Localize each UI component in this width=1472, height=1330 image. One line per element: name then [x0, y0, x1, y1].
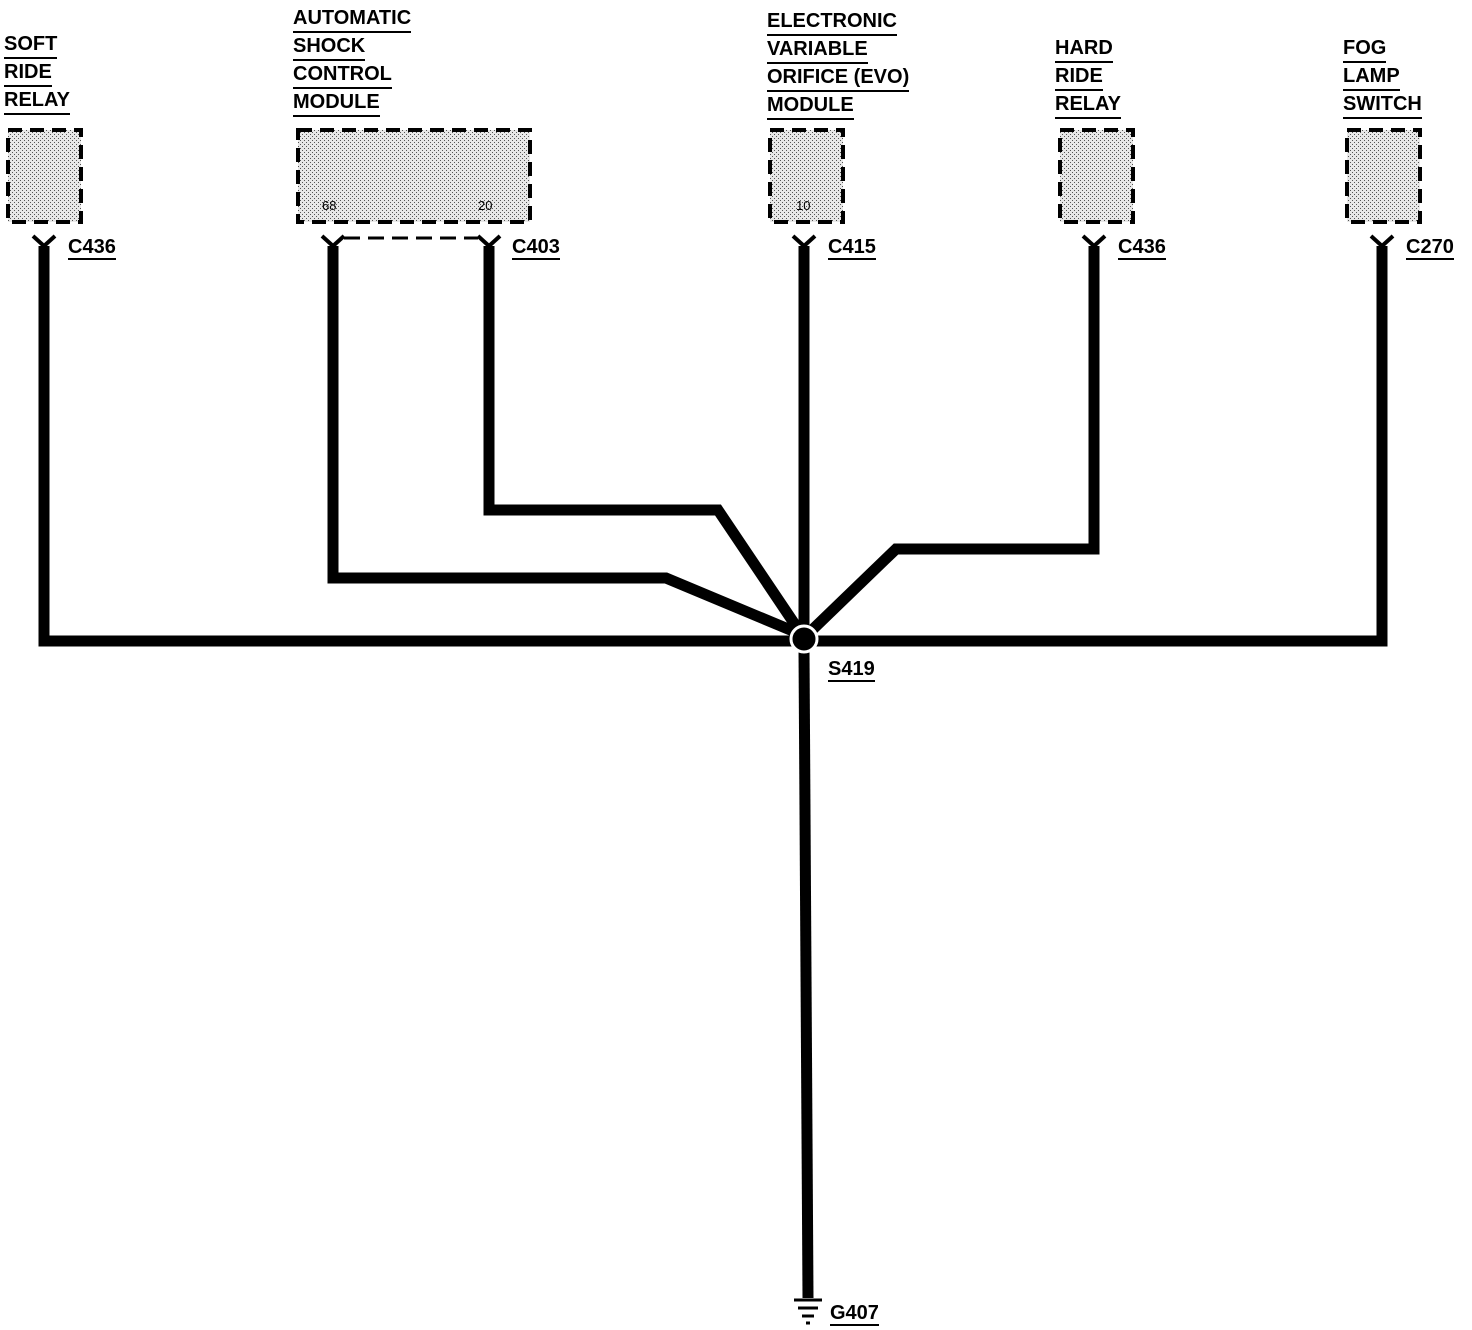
fog-lamp-switch-box: [1345, 128, 1422, 224]
wire-asc-pin-68: [327, 246, 803, 640]
label-soft-ride-relay: SOFT RIDE RELAY: [4, 32, 70, 116]
pin-asc-20: 20: [478, 198, 493, 213]
connector-fork-c403-right: [476, 234, 502, 249]
label-fog-lamp-switch: FOG LAMP SWITCH: [1343, 36, 1422, 120]
label-asc-module: AUTOMATIC SHOCK CONTROL MODULE: [293, 6, 412, 118]
ground-icon: [794, 1298, 822, 1325]
label-hard-ride-relay: HARD RIDE RELAY: [1055, 36, 1121, 120]
connector-label-c415: C415: [828, 236, 876, 260]
wire-ground: [798, 649, 814, 1299]
connector-fork-c436b: [1081, 234, 1107, 249]
connector-fork-c270: [1369, 234, 1395, 249]
wire-soft-ride-relay: [38, 246, 800, 647]
connector-label-c436a: C436: [68, 236, 116, 260]
connector-label-c270: C270: [1406, 236, 1454, 260]
splice-s419-center: [798, 633, 810, 645]
connector-fork-c403-left: [320, 234, 346, 249]
connector-label-c436b: C436: [1118, 236, 1166, 260]
evo-module-box: [768, 128, 845, 224]
wire-asc-pin-20: [483, 246, 805, 636]
label-evo-module: ELECTRONIC VARIABLE ORIFICE (EVO) MODULE: [767, 9, 910, 121]
hard-ride-relay-box: [1058, 128, 1135, 224]
connector-fork-c436a: [31, 234, 57, 249]
wire-fog-lamp-switch: [810, 246, 1388, 647]
soft-ride-relay-box: [6, 128, 83, 224]
splice-label: S419: [828, 658, 875, 682]
wire-hard-ride-relay: [806, 246, 1100, 636]
pin-asc-68: 68: [322, 198, 337, 213]
connector-fork-c415: [791, 234, 817, 249]
pin-evo-10: 10: [796, 198, 811, 213]
ground-label: G407: [830, 1302, 879, 1326]
asc-module-box: [296, 128, 532, 224]
connector-label-c403: C403: [512, 236, 560, 260]
